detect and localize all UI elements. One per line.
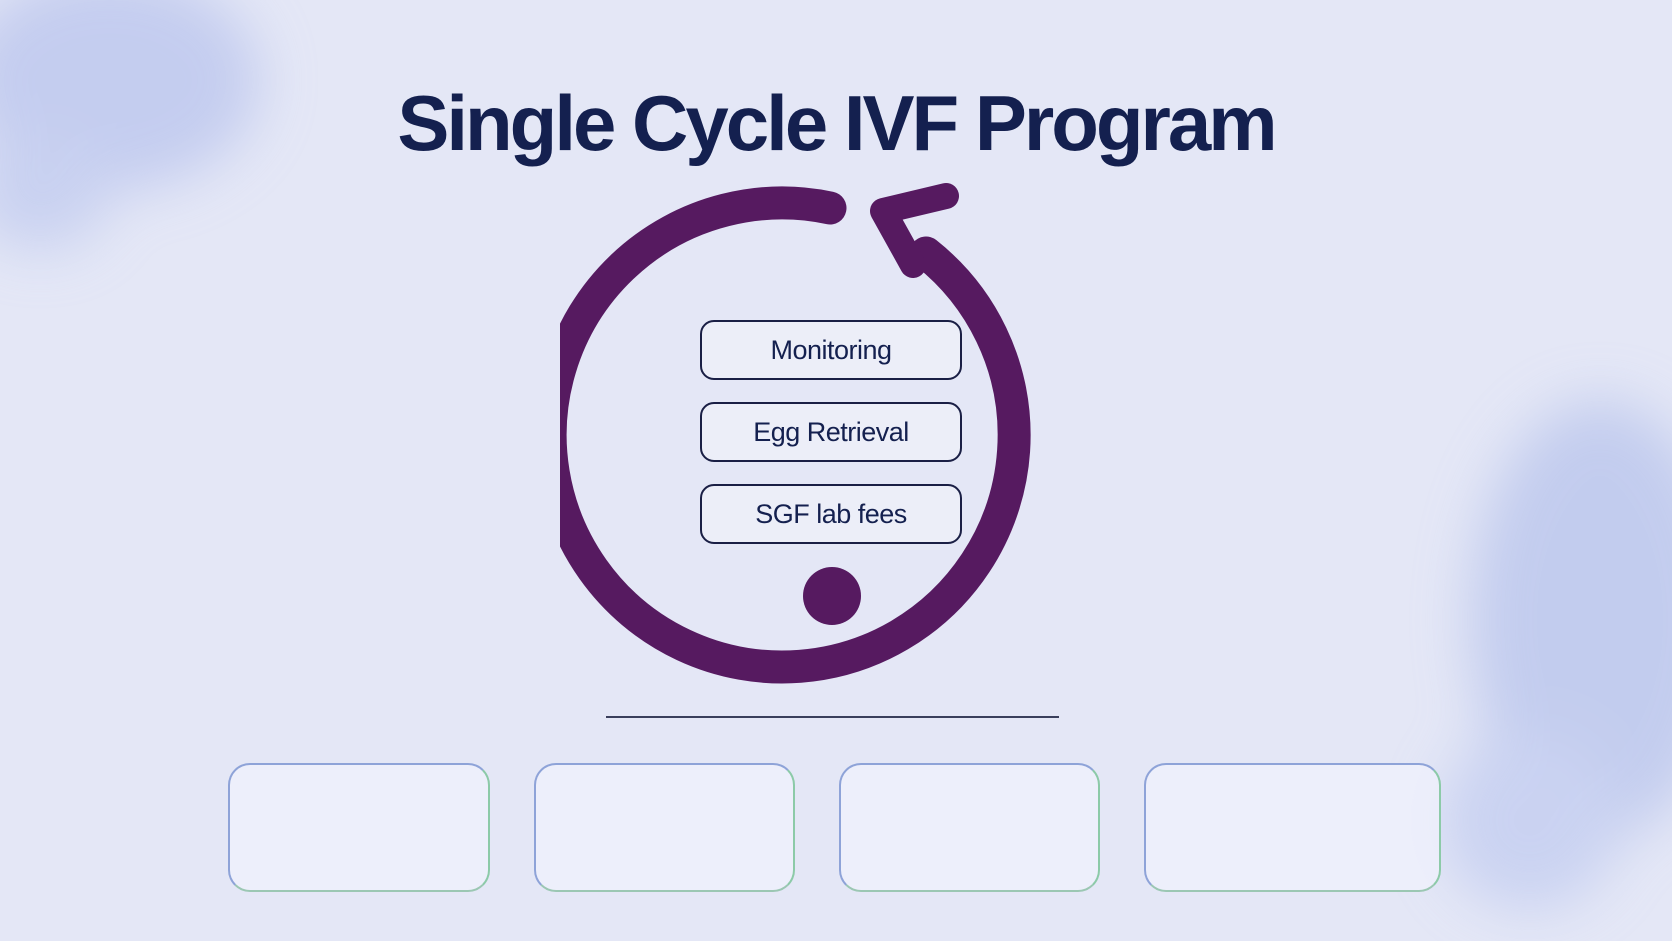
- step-egg-retrieval: Egg Retrieval: [700, 402, 962, 462]
- cycle-center-dot: [803, 567, 861, 625]
- cycle-arrowhead: [870, 183, 959, 278]
- divider-line: [606, 716, 1059, 718]
- cycle-arc: [560, 186, 1031, 684]
- empty-card-3: [839, 763, 1100, 892]
- step-sgf-lab-fees: SGF lab fees: [700, 484, 962, 544]
- empty-card-4: [1144, 763, 1441, 892]
- step-monitoring: Monitoring: [700, 320, 962, 380]
- cycle-arrow-icon: [560, 183, 1031, 684]
- empty-card-2: [534, 763, 795, 892]
- page-title: Single Cycle IVF Program: [397, 79, 1277, 167]
- empty-card-1: [228, 763, 490, 892]
